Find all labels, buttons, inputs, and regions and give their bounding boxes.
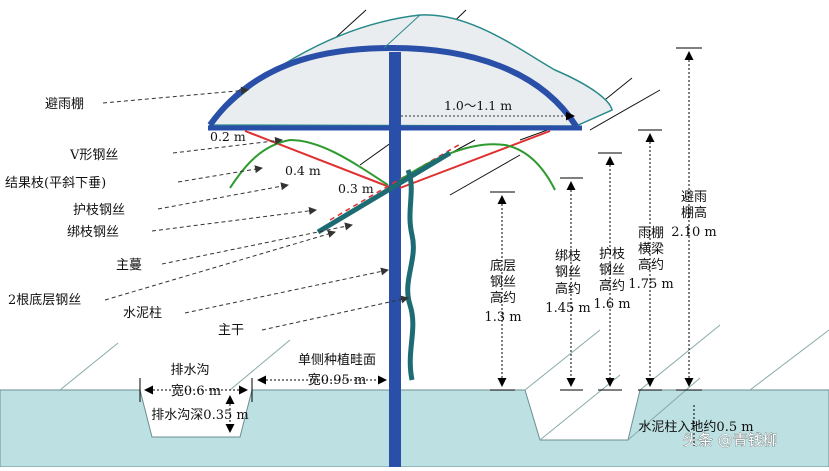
- dim-span: 1.0～1.1 m: [444, 98, 512, 113]
- bottom-wire-height-l2: 钢丝: [490, 275, 516, 290]
- ridge-width-l2: 宽0.95 m: [308, 372, 366, 388]
- bottom-wire-height-l1: 底层: [490, 258, 516, 274]
- guard-wire-height-l4: 1.6 m: [593, 297, 630, 312]
- guard-wire-height: 护枝 钢丝 高约 1.6 m: [593, 247, 630, 312]
- tie-wire-height-l2: 钢丝: [555, 265, 581, 280]
- ridge-width-l1: 单侧种植畦面: [298, 353, 376, 368]
- label-cement-post: 水泥柱: [123, 306, 162, 321]
- beam-height-l1: 雨棚: [638, 226, 664, 241]
- post-depth-dimension: 水泥柱入地约0.5 m: [638, 405, 754, 446]
- tie-wire-dashed: [329, 142, 463, 221]
- ditch-width-l1: 排水沟: [170, 363, 209, 378]
- trunk: [405, 169, 416, 381]
- shelter-height: 避雨 棚高 2.10 m: [671, 190, 716, 240]
- beam-height-l4: 1.75 m: [628, 277, 673, 292]
- shelter-height-l2: 棚高: [681, 205, 707, 221]
- ditch-width-dimension: 排水沟 宽0.6 m: [139, 363, 253, 402]
- tie-wire-height-l4: 1.45 m: [545, 301, 590, 316]
- guard-wire-height-l3: 高约: [599, 278, 625, 294]
- beam-height: 雨棚 横梁 高约 1.75 m: [628, 226, 673, 292]
- ridge-width-dimension: 单侧种植畦面 宽0.95 m: [257, 353, 387, 388]
- cement-post: [389, 52, 401, 467]
- dim-0-2: 0.2 m: [210, 129, 246, 144]
- label-tie-wire: 绑枝钢丝: [67, 225, 119, 240]
- guard-wire-height-l2: 钢丝: [599, 263, 625, 278]
- label-shelter: 避雨棚: [45, 97, 84, 112]
- label-v-wire: V形钢丝: [69, 148, 118, 163]
- bottom-wire-height-l4: 1.3 m: [484, 310, 521, 325]
- ditch-depth: 排水沟深0.35 m: [151, 408, 248, 423]
- label-guard-wire: 护枝钢丝: [73, 203, 125, 218]
- tie-wire-height: 绑枝 钢丝 高约 1.45 m: [545, 249, 590, 316]
- shelter-height-l1: 避雨: [681, 190, 707, 205]
- v-shaped-wires: [244, 130, 551, 189]
- bottom-wire-height-l3: 高约: [490, 290, 516, 306]
- ditch-depth-dimension: 排水沟深0.35 m: [151, 395, 249, 433]
- bottom-wire-height: 底层 钢丝 高约 1.3 m: [484, 258, 521, 325]
- post-depth: 水泥柱入地约0.5 m: [638, 420, 753, 435]
- dim-0-4: 0.4 m: [285, 163, 321, 178]
- ditch-width-l2: 宽0.6 m: [171, 383, 221, 399]
- leader-arrows: [102, 86, 409, 331]
- rain-shelter-canopy: [207, 14, 613, 128]
- guard-wire-height-l1: 护枝: [599, 247, 625, 262]
- span-dimension: 1.0～1.1 m: [401, 98, 575, 121]
- main-vine: [316, 150, 452, 235]
- label-trunk: 主干: [218, 323, 244, 338]
- label-fruit-branch: 结果枝(平斜下垂): [5, 176, 106, 191]
- dim-0-3: 0.3 m: [338, 181, 374, 196]
- height-dimensions: [490, 47, 702, 391]
- tie-wire-height-l3: 高约: [555, 281, 581, 297]
- shelter-height-l3: 2.10 m: [671, 225, 716, 240]
- tie-wire-height-l1: 绑枝: [555, 249, 581, 264]
- label-main-vine: 主蔓: [116, 258, 142, 273]
- beam-height-l2: 横梁: [638, 242, 664, 257]
- fruit-branches: [229, 138, 556, 191]
- beam-height-l3: 高约: [638, 257, 664, 273]
- label-bottom-wires: 2根底层钢丝: [8, 292, 81, 308]
- watermark: 头条 @青钱柳: [683, 431, 778, 449]
